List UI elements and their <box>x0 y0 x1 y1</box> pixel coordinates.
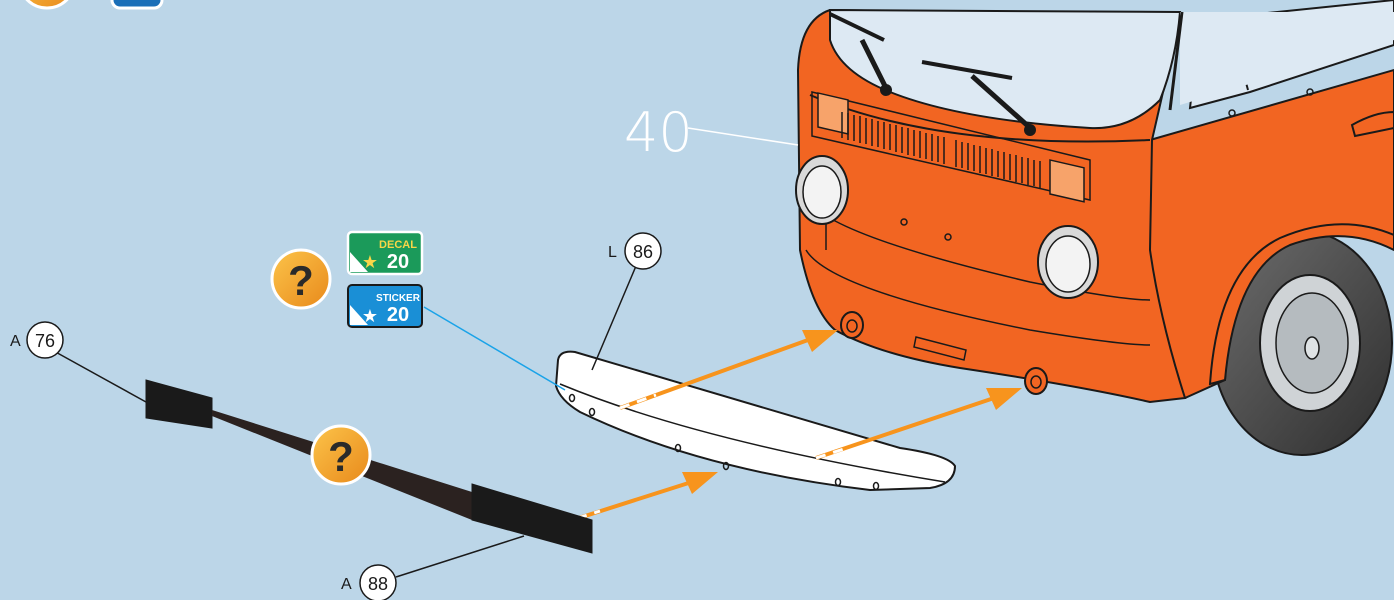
part-number: 76 <box>35 331 55 351</box>
part-sprue-letter: A <box>341 576 352 593</box>
license-plate-large <box>472 484 592 553</box>
part-number: 86 <box>633 242 653 262</box>
decal-number: 20 <box>387 251 409 273</box>
question-icon: ? <box>312 426 370 484</box>
question-mark: ? <box>328 433 354 480</box>
van-body <box>796 0 1394 455</box>
headlight-right <box>1038 226 1098 298</box>
sticker-badge: ★ STICKER 20 <box>348 285 422 327</box>
license-plate-small <box>146 380 212 428</box>
part-callout: L 86 <box>592 233 661 370</box>
sticker-leader-line <box>424 307 565 390</box>
bumper-part <box>556 352 955 490</box>
question-mark: ? <box>288 257 314 304</box>
step-leader-line <box>688 128 798 145</box>
corner-icons <box>19 0 162 8</box>
bumper-mount-hole-right <box>1025 368 1047 394</box>
decal-star-icon: ★ <box>362 252 378 273</box>
question-icon: ? <box>272 250 330 308</box>
decal-label: DECAL <box>379 239 417 251</box>
part-callout: A 76 <box>10 322 146 402</box>
part-sprue-letter: L <box>608 244 617 261</box>
step-number: 40 <box>624 101 693 164</box>
part-callout: A 88 <box>341 536 524 600</box>
part-sprue-letter: A <box>10 333 21 350</box>
sticker-star-icon: ★ <box>362 306 378 327</box>
decal-badge: ★ DECAL 20 <box>348 232 422 274</box>
bumper-mount-hole-left <box>841 312 863 338</box>
sticker-label: STICKER <box>376 293 421 304</box>
part-number: 88 <box>368 574 388 594</box>
headlight-left <box>796 156 848 224</box>
sticker-number: 20 <box>387 304 409 326</box>
